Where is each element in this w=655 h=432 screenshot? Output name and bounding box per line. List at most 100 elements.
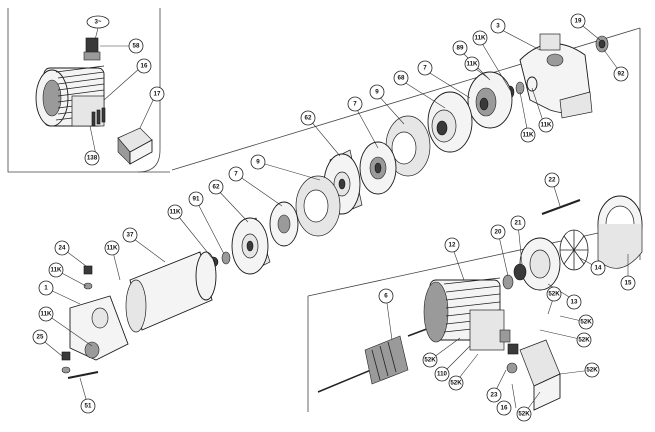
callout-11k-b: 11K (464, 56, 480, 72)
callout-52k-a: 52K (546, 286, 562, 302)
svg-text:1: 1 (44, 285, 48, 292)
svg-text:37: 37 (127, 232, 134, 239)
svg-text:9: 9 (256, 159, 260, 166)
svg-text:92: 92 (618, 71, 625, 78)
fan-cover (597, 195, 643, 269)
upper-seal-ring (595, 35, 609, 53)
callout-11k-f: 11K (104, 240, 120, 256)
svg-text:52K: 52K (548, 291, 560, 298)
svg-text:14: 14 (595, 265, 602, 272)
svg-text:52K: 52K (580, 319, 592, 326)
callout-11k-g: 11K (48, 262, 64, 278)
svg-text:6: 6 (384, 293, 388, 300)
drain-plug-upper (83, 265, 93, 290)
svg-text:52K: 52K (450, 380, 462, 387)
callout-14: 14 (590, 260, 606, 276)
terminal-pins (499, 329, 519, 374)
callout-23: 23 (486, 387, 502, 403)
callouts: 58 16 17 138 19 3 11K 89 92 11K 11K 11K … (32, 13, 636, 422)
svg-text:11K: 11K (50, 267, 62, 274)
diffuser-stage-3 (231, 217, 271, 275)
callout-16-lower: 16 (496, 400, 512, 416)
callout-52k-c: 52K (576, 332, 592, 348)
callout-11k-h: 11K (38, 306, 54, 322)
svg-text:16: 16 (501, 405, 508, 412)
detail-view-label: 3~ (86, 15, 110, 29)
callout-62a: 62 (300, 110, 316, 126)
drain-plug-lower (61, 351, 71, 374)
suction-cover (69, 295, 129, 361)
callout-11k-c: 11K (520, 127, 536, 143)
svg-text:89: 89 (457, 45, 464, 52)
svg-text:91: 91 (193, 196, 200, 203)
callout-9b: 9 (250, 154, 266, 170)
svg-text:7: 7 (234, 171, 238, 178)
svg-text:68: 68 (398, 75, 405, 82)
callout-52k-d: 52K (584, 362, 600, 378)
cooling-fan (559, 229, 589, 271)
motor-stator (423, 277, 505, 351)
svg-text:58: 58 (133, 43, 140, 50)
callout-3: 3 (490, 18, 506, 34)
callout-17: 17 (149, 86, 165, 102)
svg-text:16: 16 (141, 63, 148, 70)
spacer-ring (221, 251, 231, 265)
svg-text:23: 23 (491, 392, 498, 399)
callout-110: 110 (434, 366, 450, 382)
svg-text:7: 7 (423, 65, 427, 72)
callout-22: 22 (544, 172, 560, 188)
svg-text:7: 7 (353, 101, 357, 108)
svg-text:11K: 11K (540, 122, 552, 129)
pump-sleeve (125, 251, 217, 333)
callout-21: 21 (510, 215, 526, 231)
callout-138: 138 (84, 150, 100, 166)
callout-16-detail: 16 (136, 58, 152, 74)
svg-text:11K: 11K (40, 311, 52, 318)
svg-text:110: 110 (437, 371, 448, 378)
svg-text:52K: 52K (424, 357, 436, 364)
callout-11k-d: 11K (538, 117, 554, 133)
callout-91: 91 (188, 191, 204, 207)
callout-68: 68 (393, 70, 409, 86)
svg-text:13: 13 (571, 299, 578, 306)
svg-text:52K: 52K (586, 367, 598, 374)
svg-text:51: 51 (85, 403, 92, 410)
callout-51: 51 (80, 398, 96, 414)
svg-text:11K: 11K (522, 132, 534, 139)
callout-58: 58 (128, 38, 144, 54)
impeller-stage-2 (359, 141, 397, 195)
svg-text:19: 19 (575, 18, 582, 25)
callout-52k-f: 52K (448, 375, 464, 391)
svg-text:21: 21 (515, 220, 522, 227)
callout-1: 1 (38, 280, 54, 296)
svg-text:11K: 11K (169, 209, 181, 216)
callout-52k-e: 52K (422, 352, 438, 368)
detail-frame (7, 8, 171, 173)
svg-text:24: 24 (59, 245, 66, 252)
svg-text:15: 15 (625, 280, 632, 287)
callout-25: 25 (32, 329, 48, 345)
detail-motor (35, 37, 106, 127)
detail-terminal-box (117, 127, 153, 165)
diffuser-stage-1 (427, 91, 473, 153)
callout-13: 13 (566, 294, 582, 310)
callout-24: 24 (54, 240, 70, 256)
callout-9a: 9 (369, 84, 385, 100)
callout-11k-e: 11K (167, 204, 183, 220)
bearing-21 (513, 263, 527, 281)
callout-20: 20 (490, 224, 506, 240)
bearing-20 (502, 274, 514, 290)
svg-text:62: 62 (213, 184, 220, 191)
svg-text:9: 9 (375, 89, 379, 96)
callout-12: 12 (444, 237, 460, 253)
svg-text:12: 12 (449, 242, 456, 249)
callout-92: 92 (613, 66, 629, 82)
svg-text:52K: 52K (578, 337, 590, 344)
callout-7b: 7 (347, 96, 363, 112)
detail-view-text: 3~ (94, 19, 101, 26)
callout-19: 19 (570, 13, 586, 29)
callout-52k-g: 52K (516, 406, 532, 422)
callout-7a: 7 (417, 60, 433, 76)
svg-text:25: 25 (37, 334, 44, 341)
